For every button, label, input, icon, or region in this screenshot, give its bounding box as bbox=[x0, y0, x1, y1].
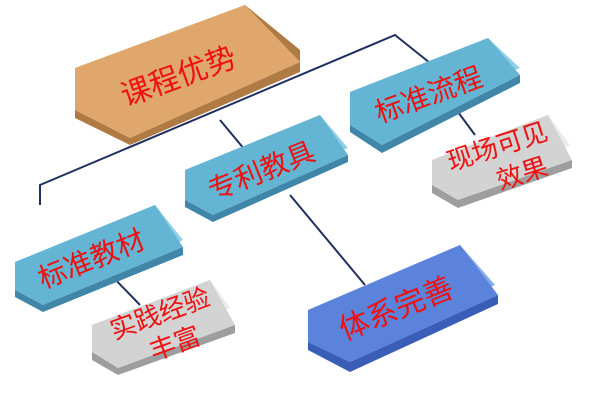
node-standard-materials-front bbox=[15, 205, 183, 305]
node-standard-process-front bbox=[350, 38, 520, 145]
node-complete-system-front bbox=[308, 245, 498, 362]
node-patented-tools: 专利教具 bbox=[185, 115, 348, 222]
connector-standard-process-to-onsite-results bbox=[457, 111, 476, 136]
node-rich-experience: 实践经验 丰富 bbox=[92, 280, 235, 375]
node-rich-experience-front bbox=[92, 280, 235, 368]
connector-root-to-patented-tools bbox=[219, 119, 246, 151]
node-standard-materials: 标准教材 bbox=[15, 205, 183, 312]
node-patented-tools-front bbox=[185, 115, 348, 215]
node-onsite-results: 现场可见 效果 bbox=[432, 115, 572, 208]
node-standard-process: 标准流程 bbox=[350, 38, 520, 153]
connector-patented-tools-to-complete-system bbox=[289, 194, 366, 286]
node-root: 课程优势 bbox=[75, 5, 300, 145]
node-onsite-results-front bbox=[432, 115, 572, 200]
node-standard-materials-bottom bbox=[15, 247, 183, 312]
node-complete-system: 体系完善 bbox=[308, 245, 498, 372]
node-patented-tools-bottom bbox=[185, 155, 348, 222]
node-root-front bbox=[75, 5, 300, 138]
